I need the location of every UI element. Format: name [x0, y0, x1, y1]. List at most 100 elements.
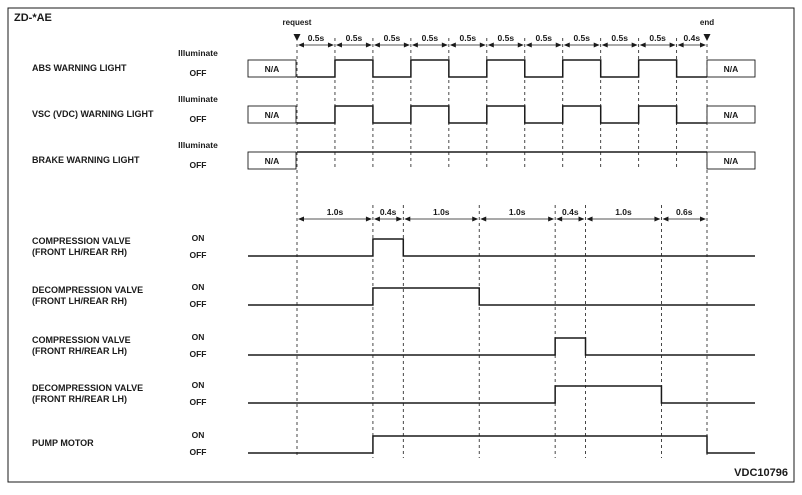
na-box-after — [706, 105, 756, 124]
left-arrowhead-icon — [586, 216, 593, 222]
diagram-title: ZD-*AE — [14, 12, 52, 24]
request-end-markers: request end — [283, 18, 714, 41]
on-state-label: ON — [192, 332, 205, 342]
signal-name-sub: (FRONT LH/REAR RH) — [32, 247, 127, 257]
off-state-label: OFF — [190, 299, 207, 309]
na-box-before — [247, 59, 297, 78]
top-interval-label: 0.5s — [535, 33, 552, 43]
off-state-label: OFF — [190, 160, 207, 170]
on-state-label: ON — [192, 282, 205, 292]
left-arrowhead-icon — [335, 42, 342, 48]
signal-name: DECOMPRESSION VALVE — [32, 285, 143, 295]
top-interval-label: 0.5s — [649, 33, 666, 43]
right-arrowhead-icon — [548, 216, 555, 222]
signal-waveform — [297, 59, 707, 78]
request-marker-label: request — [283, 18, 312, 27]
left-arrowhead-icon — [373, 216, 380, 222]
top-interval-label: 0.5s — [384, 33, 401, 43]
na-label-before: N/A — [265, 110, 280, 120]
left-arrowhead-icon — [639, 42, 646, 48]
left-arrowhead-icon — [449, 42, 456, 48]
na-label-after: N/A — [724, 110, 739, 120]
right-arrowhead-icon — [472, 216, 479, 222]
right-arrowhead-icon — [700, 42, 706, 48]
actuator-row: DECOMPRESSION VALVE(FRONT LH/REAR RH) ON O… — [32, 282, 755, 309]
na-label-before: N/A — [265, 156, 280, 166]
top-interval-label: 0.5s — [573, 33, 590, 43]
top-interval-label: 0.5s — [460, 33, 477, 43]
right-arrowhead-icon — [517, 42, 524, 48]
top-interval-label: 0.5s — [308, 33, 325, 43]
left-arrowhead-icon — [373, 42, 380, 48]
left-arrowhead-icon — [677, 42, 684, 48]
off-state-label: OFF — [190, 250, 207, 260]
bottom-interval-label: 1.0s — [327, 207, 344, 217]
right-arrowhead-icon — [365, 42, 372, 48]
na-box-before — [247, 151, 297, 170]
signal-name-sub: (FRONT RH/REAR LH) — [32, 394, 127, 404]
signal-waveform — [248, 435, 755, 454]
actuator-row: COMPRESSION VALVE(FRONT RH/REAR LH) ON OFF — [32, 332, 755, 359]
on-state-label: ON — [192, 380, 205, 390]
na-box-after — [706, 59, 756, 78]
bottom-interval-label: 0.4s — [380, 207, 397, 217]
off-state-label: OFF — [190, 447, 207, 457]
signal-name-sub: (FRONT LH/REAR RH) — [32, 296, 127, 306]
signal-waveform — [248, 238, 755, 257]
signal-name-sub: (FRONT RH/REAR LH) — [32, 346, 127, 356]
end-arrow-icon — [703, 34, 711, 41]
left-arrowhead-icon — [525, 42, 532, 48]
left-arrowhead-icon — [298, 42, 304, 48]
na-box-after — [706, 151, 756, 170]
illuminate-state-label: Illuminate — [178, 94, 218, 104]
off-state-label: OFF — [190, 68, 207, 78]
signal-waveform — [248, 287, 755, 306]
on-state-label: ON — [192, 430, 205, 440]
left-arrowhead-icon — [411, 42, 418, 48]
signal-name: COMPRESSION VALVE — [32, 236, 131, 246]
right-arrowhead-icon — [365, 216, 372, 222]
right-arrowhead-icon — [669, 42, 676, 48]
left-arrowhead-icon — [404, 216, 411, 222]
actuator-row: DECOMPRESSION VALVE(FRONT RH/REAR LH)ONO… — [32, 380, 755, 407]
off-state-label: OFF — [190, 349, 207, 359]
signal-name: PUMP MOTOR — [32, 438, 94, 448]
signal-name: BRAKE WARNING LIGHT — [32, 155, 140, 165]
right-arrowhead-icon — [396, 216, 403, 222]
right-arrowhead-icon — [403, 42, 410, 48]
request-arrow-icon — [293, 34, 301, 41]
on-state-label: ON — [192, 233, 205, 243]
top-interval-label: 0.5s — [422, 33, 439, 43]
signal-waveform — [248, 337, 755, 356]
signal-name: COMPRESSION VALVE — [32, 335, 131, 345]
right-arrowhead-icon — [593, 42, 600, 48]
left-arrowhead-icon — [298, 216, 304, 222]
right-arrowhead-icon — [700, 216, 706, 222]
right-arrowhead-icon — [479, 42, 486, 48]
left-arrowhead-icon — [563, 42, 570, 48]
na-label-after: N/A — [724, 156, 739, 166]
end-marker-label: end — [700, 18, 714, 27]
signal-waveform — [297, 105, 707, 124]
actuator-row: COMPRESSION VALVE(FRONT LH/REAR RH) ON OFF — [32, 233, 755, 260]
bottom-interval-label: 0.4s — [562, 207, 579, 217]
left-arrowhead-icon — [487, 42, 494, 48]
left-arrowhead-icon — [601, 42, 608, 48]
right-arrowhead-icon — [631, 42, 638, 48]
illuminate-state-label: Illuminate — [178, 48, 218, 58]
illuminate-state-label: Illuminate — [178, 140, 218, 150]
bottom-interval-label: 1.0s — [433, 207, 450, 217]
right-arrowhead-icon — [654, 216, 661, 222]
signal-name: ABS WARNING LIGHT — [32, 63, 127, 73]
off-state-label: OFF — [190, 397, 207, 407]
top-interval-label: 0.4s — [684, 33, 701, 43]
bottom-interval-label: 0.6s — [676, 207, 693, 217]
figure-code: VDC10796 — [734, 467, 788, 479]
left-arrowhead-icon — [556, 216, 563, 222]
signal-name: VSC (VDC) WARNING LIGHT — [32, 109, 154, 119]
left-arrowhead-icon — [480, 216, 487, 222]
